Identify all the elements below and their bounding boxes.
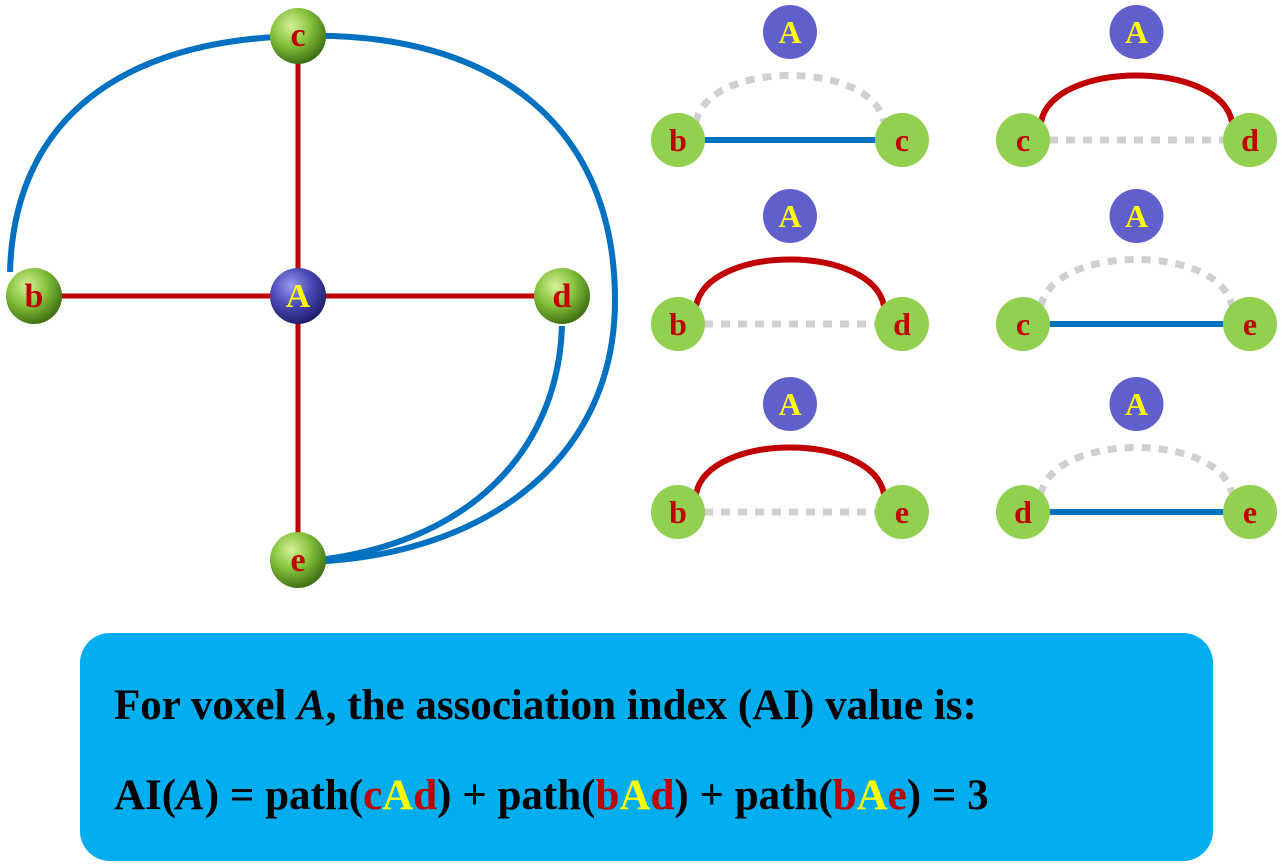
triad-node-b	[651, 113, 705, 167]
edge-c-e	[297, 32, 619, 565]
triad-node-label-b: b	[669, 494, 687, 530]
formula-text: ) + path(	[437, 772, 596, 819]
path-node: c	[363, 772, 383, 819]
node-label-d: d	[553, 278, 572, 315]
node-A: A	[270, 268, 326, 324]
triad-node-label-c: c	[1016, 122, 1030, 158]
main-graph: c b A d e	[6, 8, 619, 588]
triad-node-d	[875, 297, 929, 351]
formula-text: AI(	[114, 772, 177, 819]
triad-node-label-e: e	[1243, 306, 1257, 342]
triad-cAd: Ac d	[996, 5, 1277, 167]
triad-node-label-d: d	[893, 306, 911, 342]
formula-box: For voxel A, the association index (AI) …	[80, 633, 1213, 861]
triad-node-A	[1109, 5, 1164, 59]
triad-node-e	[1223, 297, 1277, 351]
triad-bAc: Ab c	[651, 5, 929, 167]
node-label-c: c	[290, 17, 305, 54]
triad-node-label-b: b	[669, 306, 687, 342]
edge-d-e	[299, 325, 565, 565]
triad-node-c	[875, 113, 929, 167]
triad-node-e	[1223, 485, 1277, 539]
formula-text: ) + path(	[674, 772, 833, 819]
triad-node-label-A: A	[778, 198, 801, 234]
triad-node-label-e: e	[1243, 494, 1257, 530]
triad-bAd: Ab d	[651, 189, 929, 351]
triad-bAe: Ab e	[651, 377, 929, 539]
triad-node-label-d: d	[1241, 122, 1259, 158]
node-label-A: A	[286, 278, 311, 315]
triad-node-label-c: c	[1016, 306, 1030, 342]
triad-node-A	[1109, 189, 1164, 243]
triad-arc-edge	[1038, 72, 1235, 123]
triad-arc-edge	[1037, 444, 1236, 495]
triad-dAe: Ad e	[996, 377, 1277, 539]
triad-arc-edge	[692, 72, 888, 123]
triad-node-label-A: A	[1125, 198, 1148, 234]
triad-node-b	[651, 297, 705, 351]
triad-node-A	[1109, 377, 1164, 431]
formula-var: A	[176, 772, 205, 819]
triad-arc-edge	[693, 444, 887, 495]
triad-node-label-d: d	[1014, 494, 1032, 530]
formula-text: , the association index (AI) value is:	[325, 682, 977, 729]
formula-line-1: For voxel A, the association index (AI) …	[114, 681, 977, 730]
path-node: A	[619, 772, 651, 819]
node-b: b	[6, 268, 62, 324]
node-e: e	[270, 532, 326, 588]
triad-arc-edge	[1037, 256, 1236, 307]
triad-arc-edge	[693, 256, 887, 307]
path-node: d	[650, 772, 675, 819]
triad-node-d	[996, 485, 1050, 539]
triad-node-b	[651, 485, 705, 539]
path-node: A	[856, 772, 888, 819]
triad-node-label-A: A	[1125, 14, 1148, 50]
path-node: e	[887, 772, 907, 819]
node-label-b: b	[25, 278, 44, 315]
triad-node-A	[763, 377, 817, 431]
triad-node-c	[996, 113, 1050, 167]
triad-node-c	[996, 297, 1050, 351]
path-node: A	[382, 772, 414, 819]
triad-node-label-A: A	[1125, 386, 1148, 422]
formula-text: For voxel	[114, 682, 298, 729]
formula-line-2: AI(A) = path(cAd) + path(bAd) + path(bAe…	[114, 771, 989, 820]
triad-node-A	[763, 189, 817, 243]
node-d: d	[534, 268, 590, 324]
triad-node-label-A: A	[778, 386, 801, 422]
formula-var: A	[297, 682, 326, 729]
formula-text: ) = 3	[906, 772, 989, 819]
triad-node-e	[875, 485, 929, 539]
node-c: c	[270, 8, 326, 64]
path-node: d	[413, 772, 438, 819]
triad-node-label-c: c	[895, 122, 909, 158]
path-node: b	[595, 772, 620, 819]
triad-node-A	[763, 5, 817, 59]
edge-b-c	[7, 33, 299, 273]
triad-node-label-b: b	[669, 122, 687, 158]
path-node: b	[832, 772, 857, 819]
triad-node-d	[1223, 113, 1277, 167]
triad-node-label-e: e	[895, 494, 909, 530]
node-label-e: e	[290, 542, 305, 579]
triad-node-label-A: A	[778, 14, 801, 50]
formula-text: ) = path(	[204, 772, 364, 819]
triad-cAe: Ac e	[996, 189, 1277, 351]
